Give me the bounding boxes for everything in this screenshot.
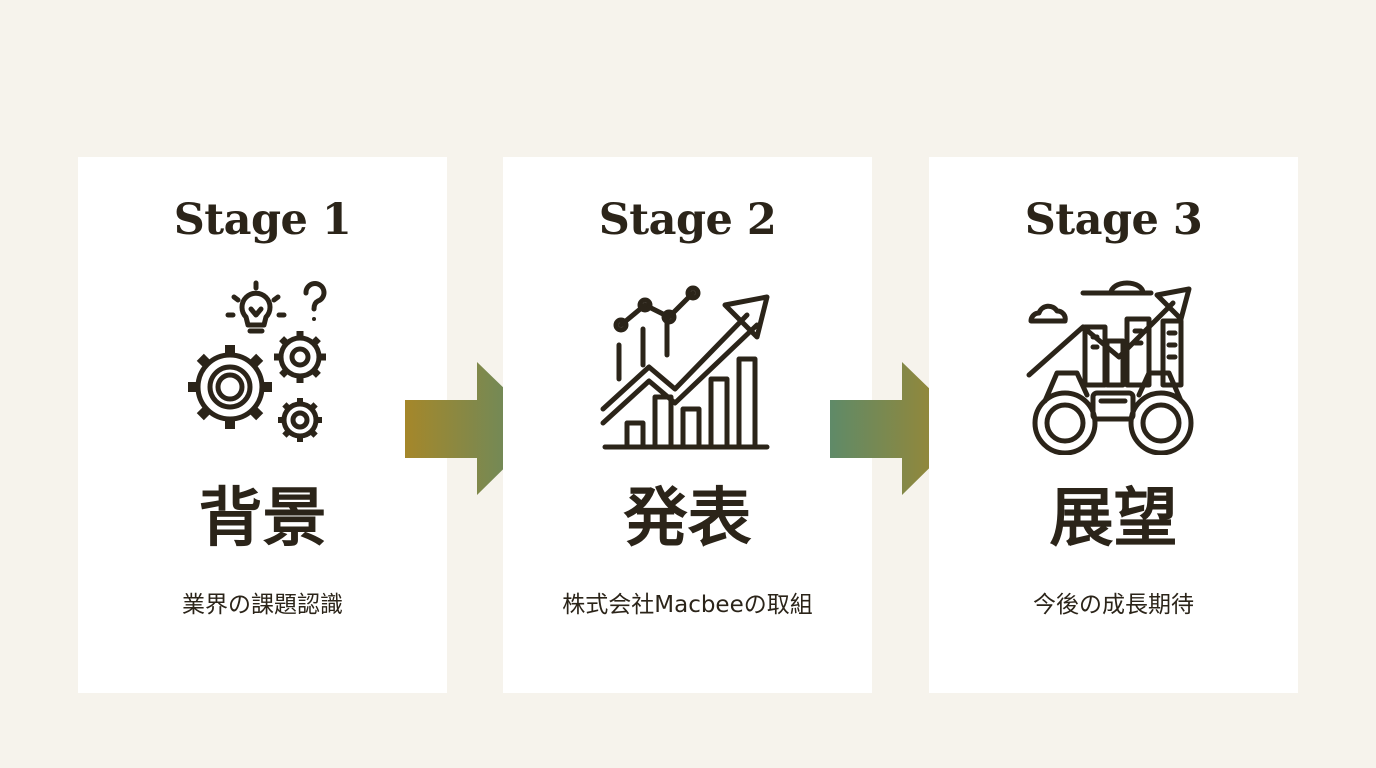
- stage-card-3: Stage 3: [929, 157, 1298, 693]
- stage-heading: 背景: [198, 481, 327, 556]
- stage-title: Stage 1: [173, 195, 352, 245]
- stage-description: 今後の成長期待: [1033, 592, 1194, 618]
- binoculars-city-icon: [1023, 275, 1203, 455]
- stage-description: 株式会社Macbeeの取組: [562, 592, 813, 618]
- lightbulb-gears-icon: [172, 275, 352, 455]
- stage-description: 業界の課題認識: [182, 592, 343, 618]
- stage-card-2: Stage 2 発表 株式会社Macbeeの取組: [503, 157, 872, 693]
- stage-heading: 発表: [623, 481, 752, 556]
- stage-title: Stage 2: [598, 195, 777, 245]
- stage-card-1: Stage 1: [78, 157, 447, 693]
- stage-title: Stage 3: [1024, 195, 1203, 245]
- stage-heading: 展望: [1049, 481, 1178, 556]
- growth-chart-icon: [597, 275, 777, 455]
